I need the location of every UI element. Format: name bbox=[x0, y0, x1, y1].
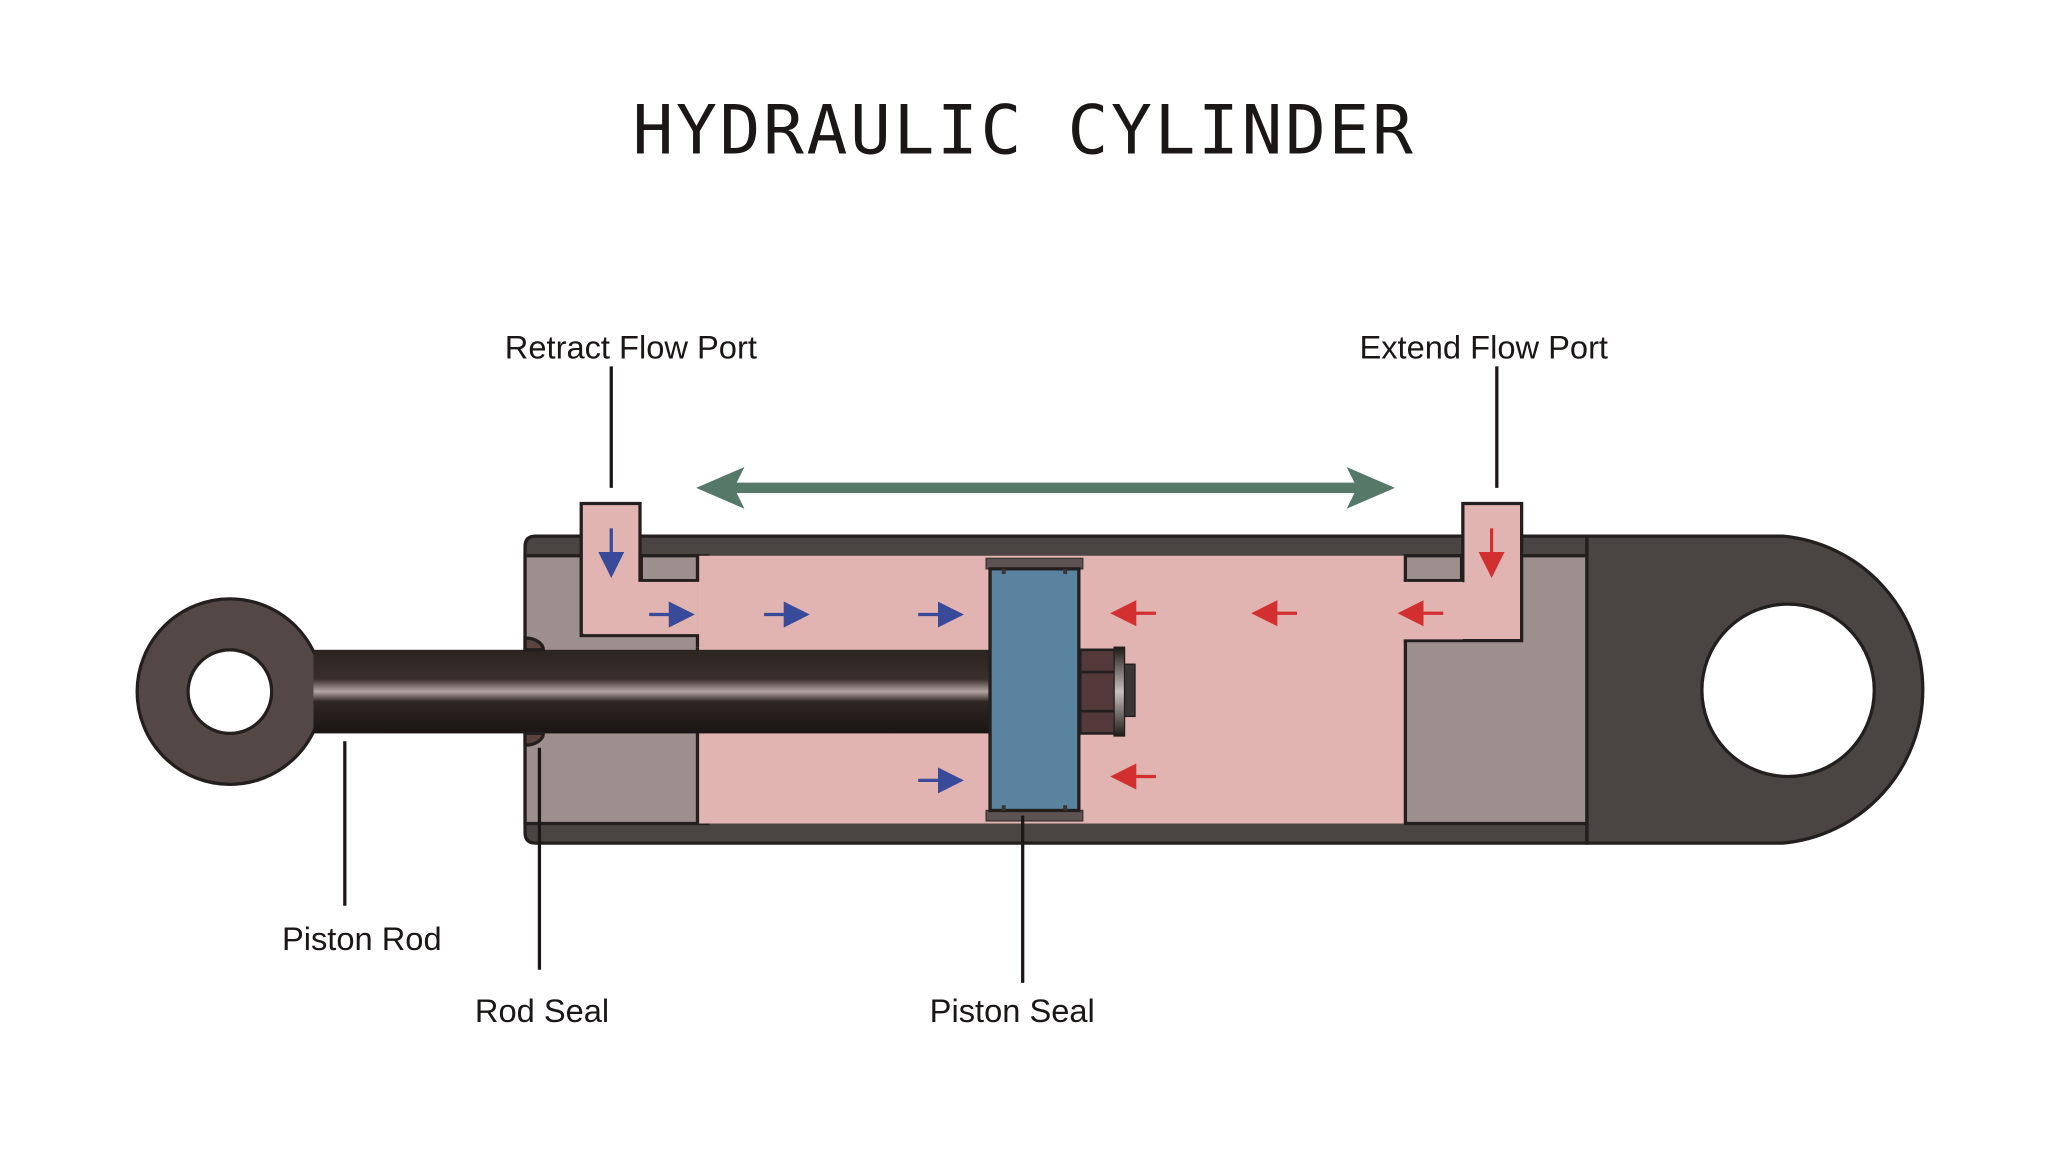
rod-seal bbox=[523, 636, 545, 652]
rod-eye-hole bbox=[186, 648, 274, 736]
piston bbox=[988, 567, 1081, 813]
retract-flow-arrows bbox=[598, 528, 964, 794]
label-extend-flow-port: Extend Flow Port bbox=[1359, 329, 1608, 366]
label-rod-seal: Rod Seal bbox=[475, 992, 609, 1029]
label-piston-rod: Piston Rod bbox=[282, 920, 442, 957]
label-piston-seal: Piston Seal bbox=[930, 992, 1095, 1029]
label-retract-flow-port: Retract Flow Port bbox=[505, 329, 757, 366]
piston-nut bbox=[1078, 646, 1136, 737]
extend-flow-arrows bbox=[1110, 528, 1505, 790]
diagram-title: HYDRAULIC CYLINDER bbox=[633, 91, 1416, 170]
cap-mount-hole bbox=[1700, 602, 1876, 779]
piston-rod bbox=[313, 649, 991, 734]
motion-double-arrow-icon bbox=[696, 466, 1395, 509]
